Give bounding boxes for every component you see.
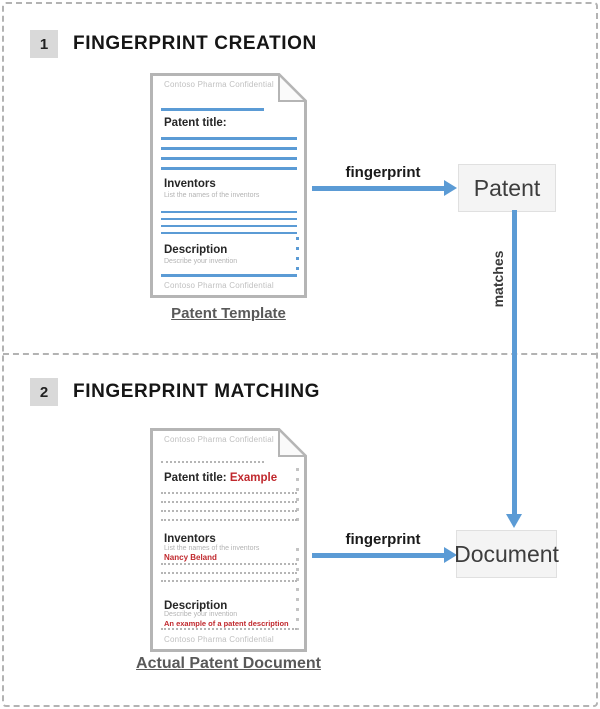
fingerprint-label-bottom: fingerprint [345, 531, 421, 548]
text-line [161, 211, 297, 213]
inventors-label: Inventors [164, 178, 216, 190]
text-line-dotted [161, 563, 297, 565]
text-line-dotted [161, 501, 297, 503]
fingerprint-arrow-bottom [312, 553, 444, 558]
text-line [161, 147, 297, 150]
matches-label: matches [490, 250, 506, 308]
description-value: An example of a patent description [164, 619, 289, 628]
text-line-dotted [161, 492, 297, 494]
description-label: Description [164, 600, 228, 612]
section-marker-dots [296, 548, 299, 630]
document-node: Document [454, 530, 559, 578]
inventors-hint: List the names of the inventors [164, 545, 260, 552]
text-line [161, 167, 297, 170]
section-1-title: FINGERPRINT CREATION [73, 33, 317, 54]
description-hint: Describe your invention [164, 611, 238, 618]
document-page-icon [150, 73, 307, 298]
doc-header-confidential: Contoso Pharma Confidential [164, 435, 274, 444]
text-line-dotted [161, 580, 297, 582]
text-line [161, 225, 297, 227]
section-2-header: 2 FINGERPRINT MATCHING [30, 378, 320, 406]
fingerprint-arrow-top [312, 186, 444, 191]
arrow-head-icon [506, 514, 522, 528]
doc-footer-confidential: Contoso Pharma Confidential [164, 635, 274, 644]
text-line [161, 137, 297, 140]
matches-arrow [512, 210, 517, 516]
patent-template-document: Contoso Pharma Confidential Patent title… [150, 73, 307, 298]
actual-document-caption: Actual Patent Document [136, 655, 321, 672]
description-hint: Describe your invention [164, 258, 238, 265]
patent-title-label: Patent title: [164, 117, 227, 129]
inventors-hint: List the names of the inventors [164, 192, 260, 199]
patent-title-value: Example [229, 472, 278, 484]
text-line-dotted [161, 461, 264, 463]
text-line-dotted [161, 628, 297, 630]
doc-footer-confidential: Contoso Pharma Confidential [164, 281, 274, 290]
text-line-dotted [161, 519, 297, 521]
section-1-number-badge: 1 [30, 30, 58, 58]
patent-node: Patent [458, 164, 556, 212]
section-marker-dots [296, 468, 299, 526]
text-line-dotted [161, 572, 297, 574]
inventors-value: Nancy Beland [164, 553, 217, 562]
section-2-number-badge: 2 [30, 378, 58, 406]
document-page-icon [150, 428, 307, 652]
section-marker-dots [296, 237, 299, 270]
arrow-head-icon [444, 180, 457, 196]
actual-patent-document: Contoso Pharma Confidential Patent title… [150, 428, 307, 652]
patent-template-caption: Patent Template [171, 305, 286, 322]
doc-header-confidential: Contoso Pharma Confidential [164, 80, 274, 89]
section-2-title: FINGERPRINT MATCHING [73, 381, 321, 402]
text-line [161, 232, 297, 234]
text-line [161, 218, 297, 220]
arrow-head-icon [444, 547, 457, 563]
description-label: Description [164, 244, 228, 256]
section-divider [3, 353, 597, 355]
text-line [161, 108, 264, 111]
fingerprint-label-top: fingerprint [345, 164, 421, 181]
text-line [161, 157, 297, 160]
section-1-header: 1 FINGERPRINT CREATION [30, 30, 317, 58]
text-line-dotted [161, 510, 297, 512]
inventors-label: Inventors [164, 533, 216, 545]
patent-title-line: Patent title: Example [164, 472, 277, 484]
patent-title-label: Patent title: [164, 472, 227, 484]
text-line [161, 274, 297, 277]
